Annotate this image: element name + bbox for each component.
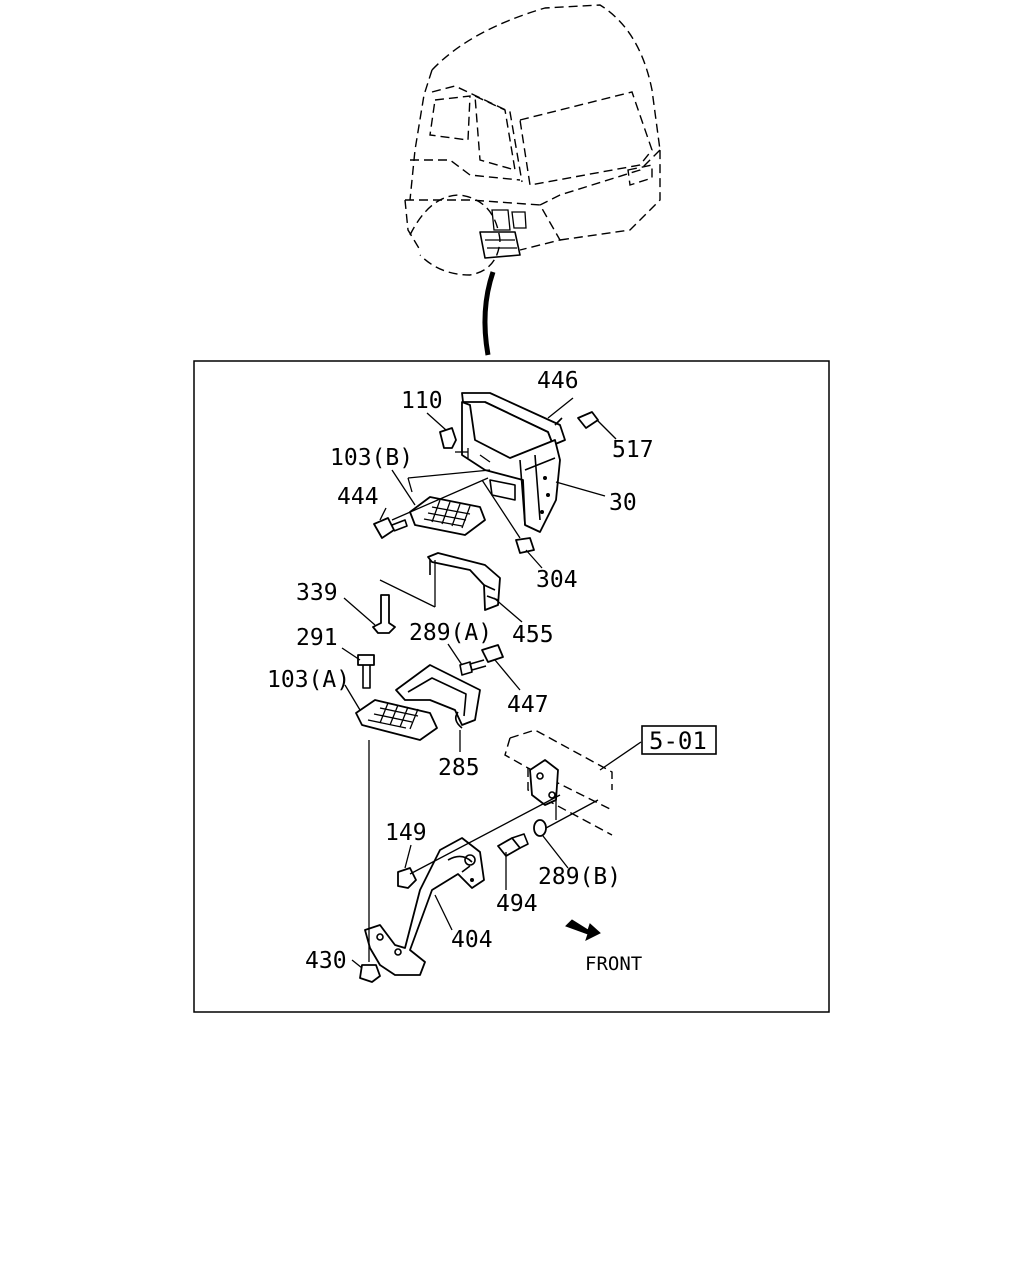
callout-444: 444	[337, 484, 379, 510]
callout-289b: 289(B)	[538, 864, 621, 890]
callout-289a: 289(A)	[409, 620, 492, 646]
part-404-stay	[364, 837, 485, 976]
callout-labels: 446 110 517 103(B) 30 444 304 339 455 29…	[267, 368, 654, 974]
lower-assembly	[359, 729, 613, 983]
front-label: FRONT	[585, 953, 642, 975]
part-447-bolt	[481, 644, 504, 663]
detail-pointer	[482, 271, 496, 356]
part-110-clip	[439, 427, 457, 449]
callout-103a: 103(A)	[267, 667, 350, 693]
part-289a-washer	[459, 661, 473, 676]
callout-430: 430	[305, 948, 347, 974]
callout-339: 339	[296, 580, 338, 606]
part-444-bolt	[373, 517, 395, 539]
callout-103b: 103(B)	[330, 445, 413, 471]
part-517-bolt	[577, 411, 599, 429]
part-455-bracket	[427, 552, 501, 611]
callout-404: 404	[451, 927, 493, 953]
part-494-stud	[497, 837, 521, 857]
part-304-nut	[515, 537, 535, 554]
assembly-lines	[368, 448, 599, 962]
reference-box[interactable]: 5-01	[641, 725, 717, 755]
upper-step-assembly	[373, 392, 599, 554]
part-430-nut	[359, 964, 381, 983]
callout-304: 304	[536, 567, 578, 593]
callout-110: 110	[401, 388, 443, 414]
front-indicator: FRONT	[565, 919, 642, 975]
part-103a-step	[355, 699, 438, 741]
callout-291: 291	[296, 625, 338, 651]
callout-30: 30	[609, 490, 637, 516]
callout-446: 446	[537, 368, 579, 394]
detail-frame	[193, 360, 830, 1013]
part-149-nut	[397, 867, 417, 889]
leader-lines	[341, 397, 642, 969]
part-291-bolt	[357, 654, 375, 666]
part-339-pin	[372, 594, 396, 634]
part-285-bracket	[395, 664, 481, 726]
callout-517: 517	[612, 437, 654, 463]
callout-149: 149	[385, 820, 427, 846]
reference-box-label: 5-01	[649, 727, 707, 755]
middle-parts	[355, 552, 504, 741]
truck-cab-overview	[404, 4, 661, 356]
front-arrow-icon	[565, 919, 601, 941]
callout-494: 494	[496, 891, 538, 917]
callout-447: 447	[507, 692, 549, 718]
part-289b-washer	[533, 819, 547, 837]
callout-285: 285	[438, 755, 480, 781]
callout-455: 455	[512, 622, 554, 648]
